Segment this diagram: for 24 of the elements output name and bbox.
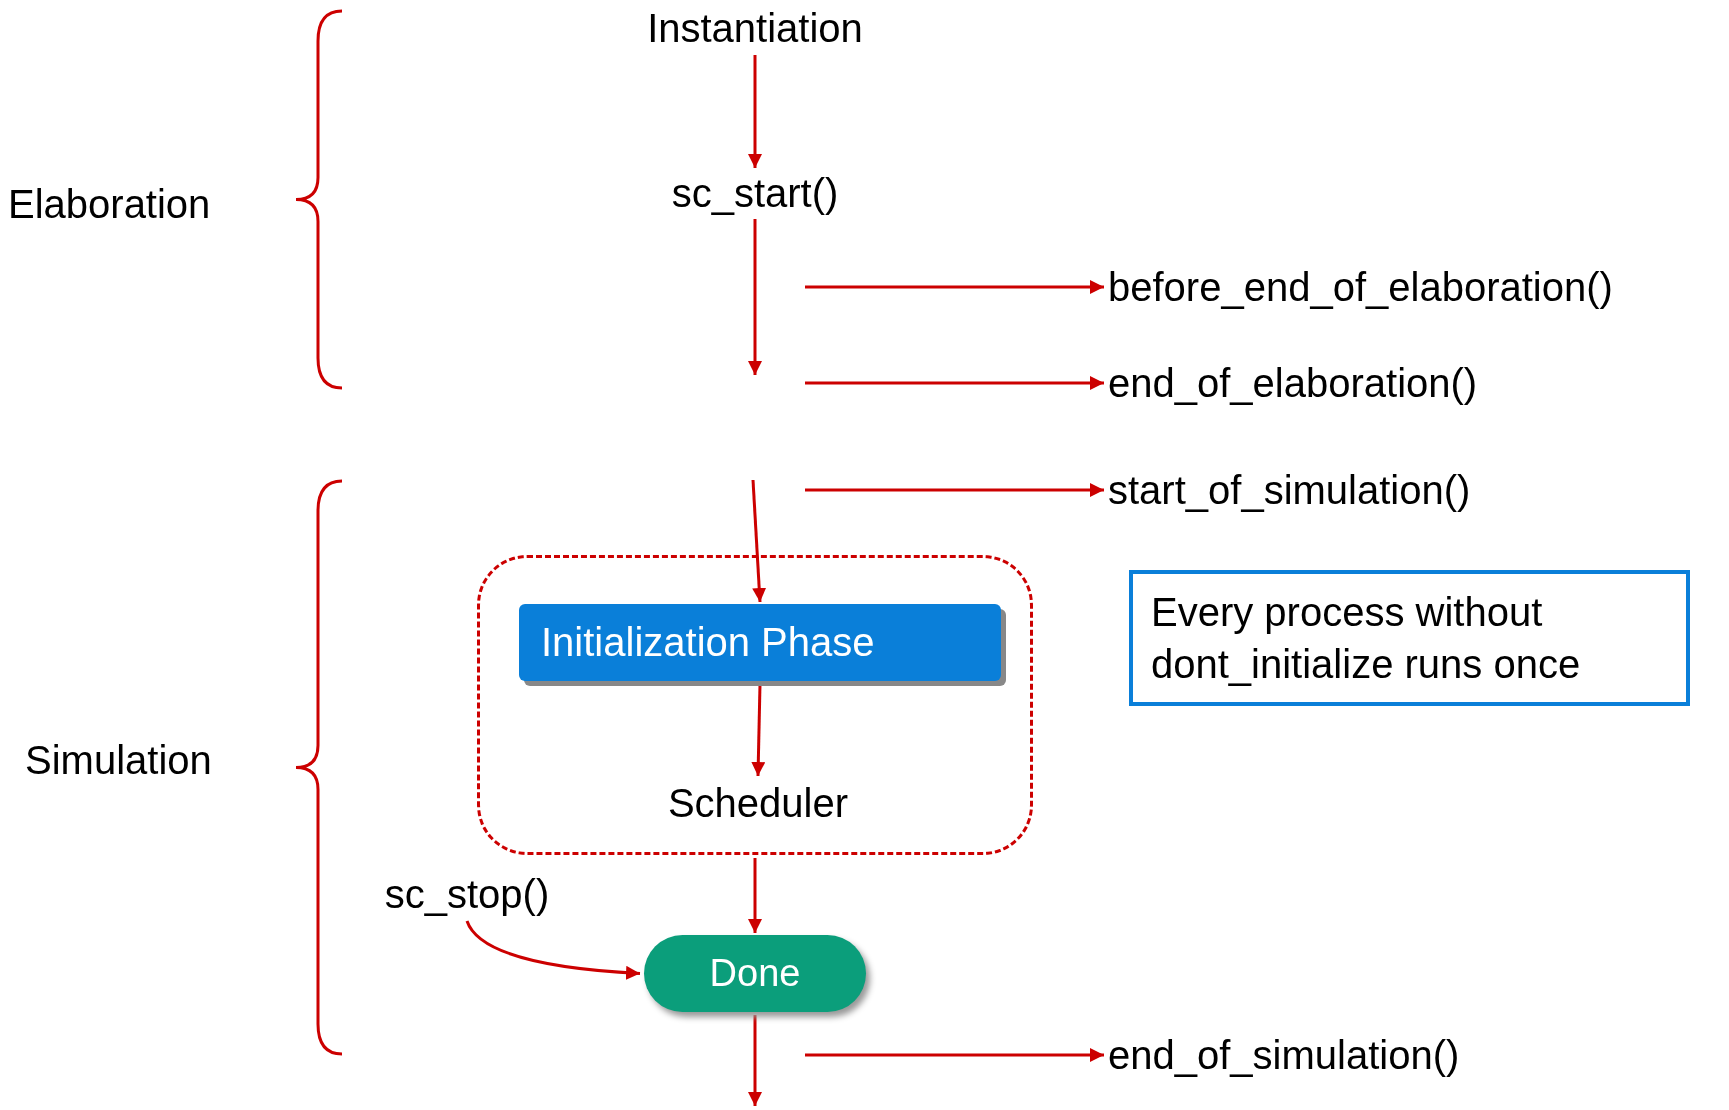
callback-text: start_of_simulation() bbox=[1108, 465, 1548, 515]
dashed-region bbox=[477, 555, 1033, 855]
callback-text: before_end_of_elaboration() bbox=[1108, 262, 1723, 312]
terminal-pill: Done bbox=[644, 935, 866, 1012]
node-text: Instantiation bbox=[625, 4, 885, 52]
arrow bbox=[748, 858, 762, 933]
arrow bbox=[751, 683, 766, 777]
note-box: Every process without dont_initialize runs once bbox=[1129, 570, 1690, 706]
callback-text: end_of_elaboration() bbox=[1108, 358, 1528, 408]
arrow bbox=[805, 376, 1104, 390]
arrow bbox=[805, 1048, 1104, 1062]
callback-text: end_of_simulation() bbox=[1108, 1030, 1548, 1080]
node-text: sc_start() bbox=[660, 170, 850, 216]
node-text: sc_stop() bbox=[362, 870, 572, 918]
arrow bbox=[748, 55, 762, 168]
arrow bbox=[805, 280, 1104, 294]
node-text: Scheduler bbox=[648, 778, 868, 828]
phase-label: Elaboration bbox=[8, 182, 211, 227]
arrow bbox=[748, 219, 762, 375]
arrow bbox=[465, 920, 641, 980]
arrow bbox=[748, 1015, 762, 1106]
arrow bbox=[805, 483, 1104, 497]
phase-label: Simulation bbox=[25, 738, 212, 783]
arrow bbox=[751, 479, 767, 603]
